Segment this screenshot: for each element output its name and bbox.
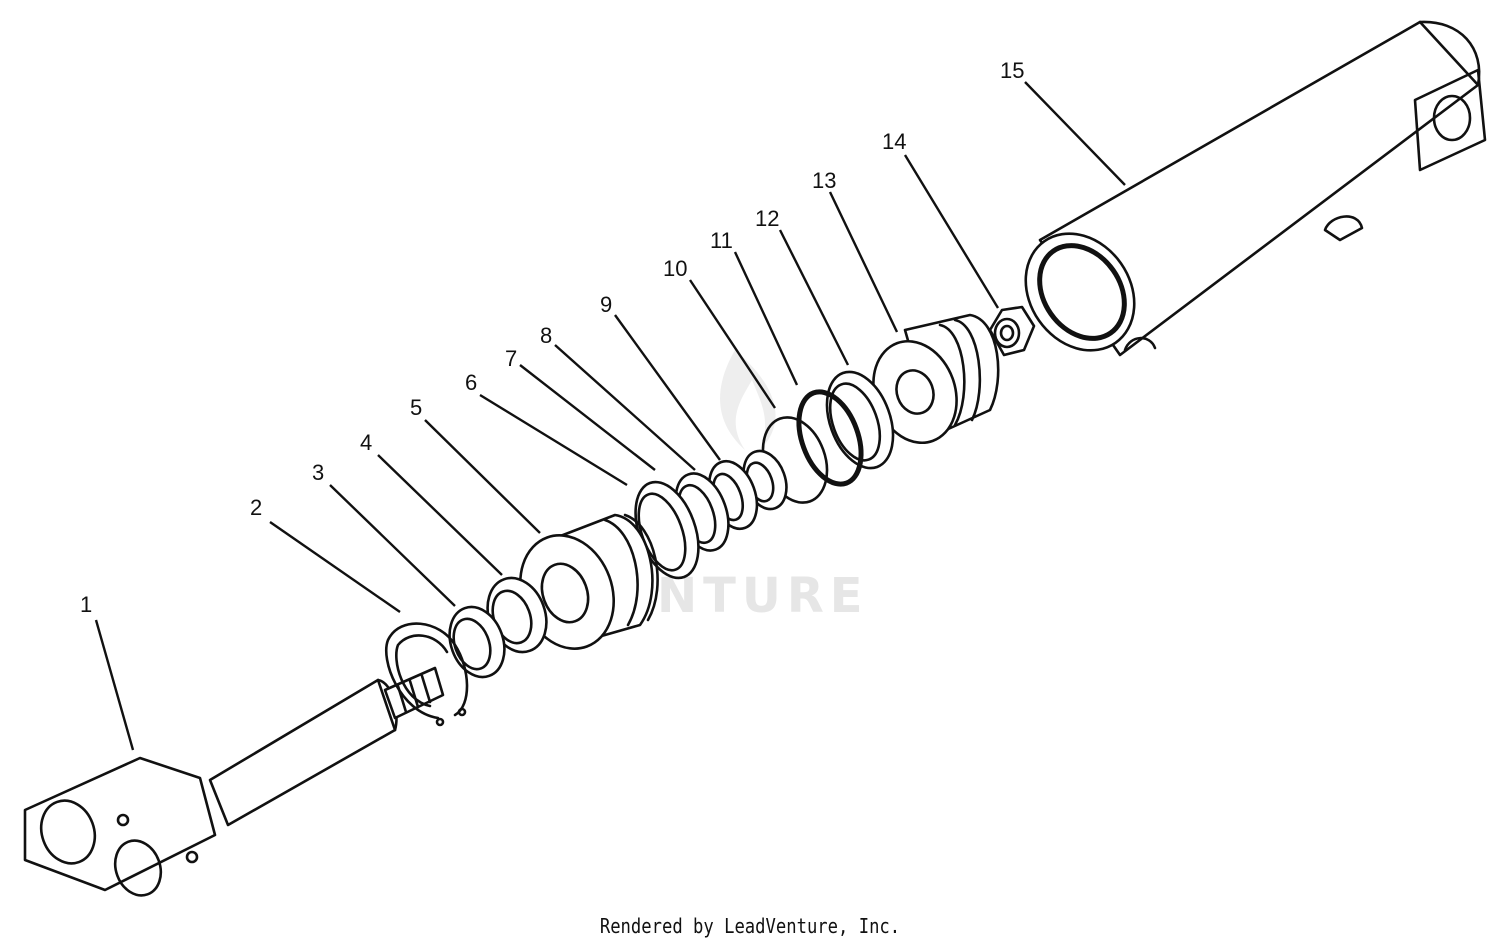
callout-10: 10 bbox=[663, 256, 687, 281]
callout-7: 7 bbox=[505, 346, 517, 371]
callout-6: 6 bbox=[465, 370, 477, 395]
callout-9: 9 bbox=[600, 292, 612, 317]
part-1-rod-clevis[interactable] bbox=[23, 666, 445, 902]
callout-5: 5 bbox=[410, 395, 422, 420]
callout-11: 11 bbox=[710, 228, 733, 253]
part-13-piston[interactable] bbox=[860, 313, 1000, 455]
callout-2: 2 bbox=[250, 495, 262, 520]
part-15-cylinder-barrel[interactable] bbox=[1003, 20, 1487, 372]
callout-14: 14 bbox=[882, 129, 906, 154]
callout-1: 1 bbox=[80, 592, 92, 617]
callout-13: 13 bbox=[812, 168, 836, 193]
callout-4: 4 bbox=[360, 430, 372, 455]
part-2-retaining-ring[interactable] bbox=[385, 622, 469, 727]
part-11-o-ring[interactable] bbox=[787, 383, 872, 492]
leader-lines bbox=[94, 81, 1126, 751]
render-credit: Rendered by LeadVenture, Inc. bbox=[599, 914, 901, 938]
part-12-seal[interactable] bbox=[815, 363, 906, 477]
part-14-nut[interactable] bbox=[988, 305, 1036, 357]
callout-3: 3 bbox=[312, 460, 324, 485]
callout-labels: 1 2 3 4 5 6 7 8 9 10 11 12 13 14 15 bbox=[80, 58, 1024, 617]
callout-8: 8 bbox=[540, 323, 552, 348]
callout-15: 15 bbox=[1000, 58, 1024, 83]
callout-12: 12 bbox=[755, 206, 779, 231]
